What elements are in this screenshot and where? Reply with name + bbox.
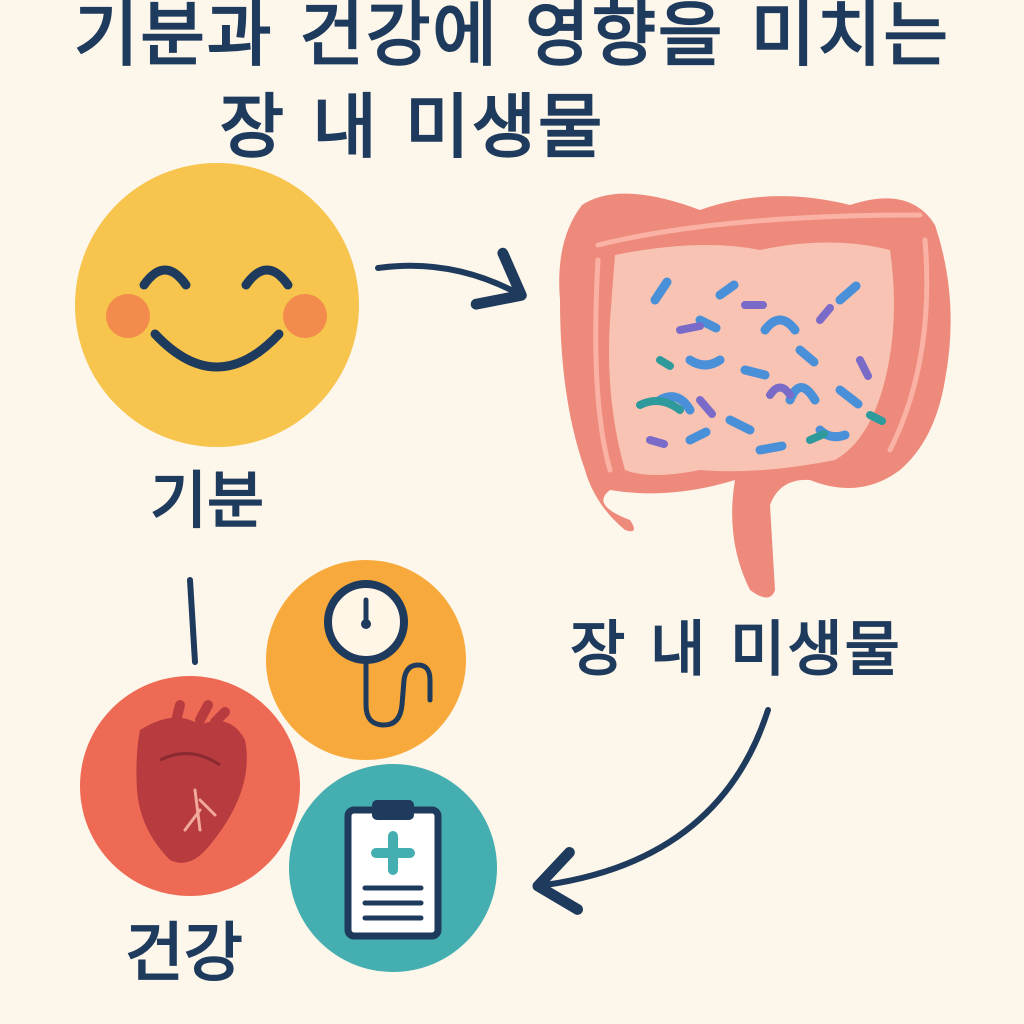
arrow-gut-to-health bbox=[532, 707, 771, 915]
heart-icon bbox=[80, 676, 300, 896]
arrow-mood-to-gut bbox=[375, 247, 527, 310]
blood-pressure-gauge-icon bbox=[266, 560, 466, 760]
page-title-line-1: 기분과 건강에 영향을 미치는 bbox=[74, 0, 950, 76]
gut-microbiome-label: 장 내 미생물 bbox=[570, 615, 902, 685]
intestine-icon bbox=[559, 193, 951, 598]
mood-label: 기분 bbox=[150, 464, 265, 537]
connector-line bbox=[187, 577, 198, 665]
page-title-line-2: 장 내 미생물 bbox=[219, 86, 605, 168]
medical-clipboard-icon bbox=[289, 764, 497, 972]
smiley-face-icon bbox=[75, 163, 359, 447]
health-label: 건강 bbox=[125, 917, 243, 991]
